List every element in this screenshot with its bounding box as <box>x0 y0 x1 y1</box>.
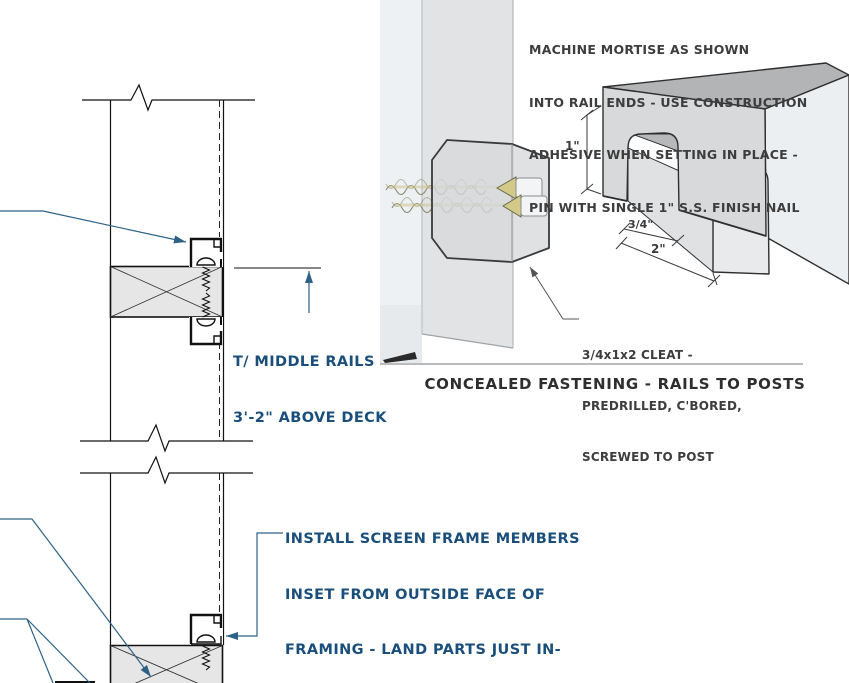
dim-label-mortise-width: 3/4" <box>628 218 654 231</box>
note-cleat: 3/4x1x2 CLEAT - PREDRILLED, C'BORED, SCR… <box>582 348 742 464</box>
note-machine-mortise: MACHINE MORTISE AS SHOWN INTO RAIL ENDS … <box>529 42 808 215</box>
screw-head-icon <box>196 634 216 643</box>
detail-title: CONCEALED FASTENING - RAILS TO POSTS <box>424 375 806 393</box>
cleat-3d <box>385 139 579 320</box>
dim-label-mortise-depth: 2" <box>651 242 666 256</box>
screen-frame-channel-under <box>189 292 223 346</box>
screw-head-icon <box>496 176 548 218</box>
rail-section-bottom <box>109 644 224 683</box>
screw-head-icon <box>196 318 216 327</box>
screen-frame-channel-bottom <box>189 613 223 671</box>
screen-frame-channel-top <box>189 237 223 292</box>
dimension-lines <box>580 105 721 288</box>
rail-mortise-3d-view <box>602 62 849 285</box>
note-install-screen: INSTALL SCREEN FRAME MEMBERS INSET FROM … <box>285 531 580 658</box>
annotation-leaders <box>0 210 313 683</box>
note-t-middle-rails: T/ MIDDLE RAILS 3'-2" ABOVE DECK <box>233 354 387 426</box>
screw-head-icon <box>196 257 216 266</box>
screw-thread-icon <box>201 266 211 292</box>
screw-thread-icon <box>201 292 211 318</box>
dim-label-mortise-height: 1" <box>565 139 580 153</box>
rail-section-middle <box>109 265 224 318</box>
screw-thread-icon <box>201 645 211 671</box>
